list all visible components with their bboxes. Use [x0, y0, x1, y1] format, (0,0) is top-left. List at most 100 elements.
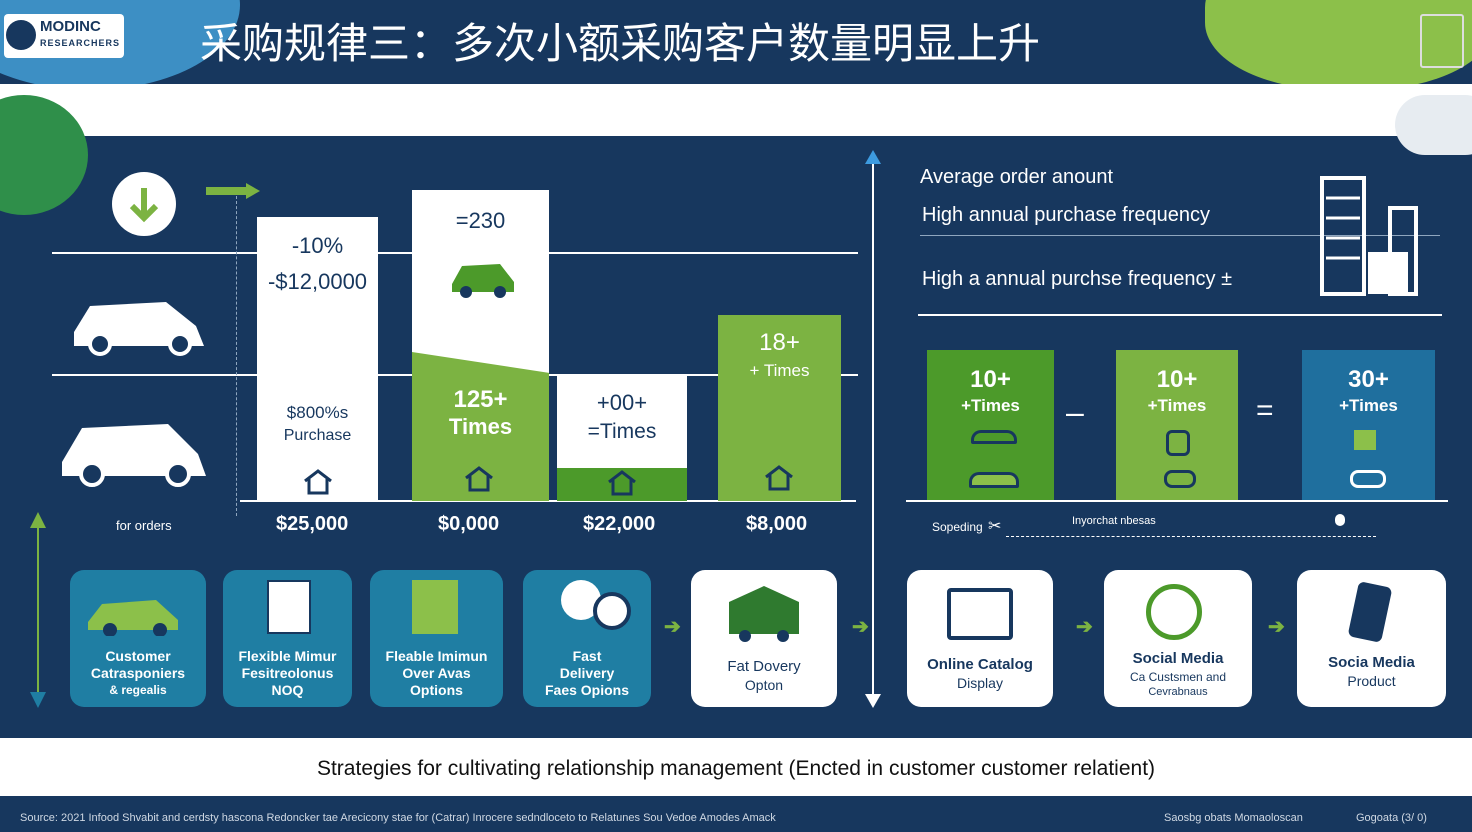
axis-label: Inyorchat nbesas	[1072, 515, 1156, 527]
car-icon	[969, 472, 1019, 488]
metric-label: High annual purchase frequency	[922, 204, 1210, 226]
scissors-icon: ✂	[988, 518, 1002, 535]
globe-icon	[1146, 584, 1202, 640]
baseline	[906, 500, 1448, 502]
building-icon	[1318, 172, 1438, 303]
bar-group: +00+ =Times	[557, 376, 687, 501]
bar-fill	[412, 352, 549, 501]
logo-text: MODINC	[40, 18, 101, 35]
strategy-card[interactable]: Social Media Ca Custsmen and Cevrabnaus	[1104, 570, 1252, 707]
warehouse-icon	[303, 469, 333, 500]
bar-amount: $25,000	[276, 513, 349, 535]
page-number: Gogoata (3/ 0)	[1356, 812, 1427, 824]
baseline	[240, 500, 856, 502]
hand-icon	[1166, 430, 1190, 456]
phone-icon	[1347, 581, 1393, 643]
car-icon	[58, 420, 210, 493]
strategy-card[interactable]: Fat Dovery Opton	[691, 570, 837, 707]
card-label: Online Catalog	[927, 656, 1033, 673]
box-value: 30+	[1348, 366, 1389, 393]
card-label: Fesitreolonus	[241, 665, 334, 681]
strategy-card[interactable]: Fleable Imimun Over Avas Options	[370, 570, 503, 707]
chevron-right-icon: ➔	[1076, 616, 1093, 638]
bar-label: + Times	[749, 361, 810, 380]
card-label: & regealis	[109, 683, 167, 697]
card-label: Cevrabnaus	[1148, 686, 1208, 698]
car-icon	[70, 296, 210, 361]
footer-note: Saosbg obats Momaoloscan	[1164, 812, 1303, 824]
document-icon	[267, 580, 311, 634]
car-icon	[84, 596, 184, 641]
strategy-caption: Strategies for cultivating relationship …	[316, 757, 1156, 780]
white-band	[0, 84, 1472, 136]
x-axis-label: for orders	[116, 518, 172, 533]
document-icon	[1420, 14, 1464, 68]
frequency-box: 30+ +Times	[1302, 350, 1435, 500]
qr-icon	[412, 580, 458, 634]
card-label: Opton	[744, 677, 784, 693]
box-unit: +Times	[1339, 396, 1398, 415]
card-label: Options	[410, 682, 463, 698]
bar-label: =Times	[587, 420, 657, 443]
bar-label: Times	[448, 414, 513, 439]
connector-line	[1006, 536, 1376, 538]
card-label: Product	[1347, 673, 1396, 689]
strategy-band	[0, 738, 1472, 796]
monitor-icon	[947, 588, 1013, 640]
bar-amount: $8,000	[746, 513, 808, 535]
car-icon	[448, 260, 518, 305]
chevron-right-icon: ➔	[852, 616, 869, 638]
pin-icon	[1335, 514, 1345, 526]
vertical-axis	[863, 150, 883, 715]
divider	[918, 314, 1442, 316]
box-unit: +Times	[961, 396, 1020, 415]
card-label: Delivery	[559, 665, 615, 681]
card-label: Flexible Mimur	[238, 648, 337, 664]
truck-icon	[727, 584, 801, 649]
vertical-axis	[28, 510, 48, 715]
logo-mark-icon	[6, 20, 36, 50]
warehouse-icon	[464, 466, 494, 497]
card-label: Faes Opions	[544, 682, 630, 698]
chevron-right-icon: ➔	[664, 616, 681, 638]
warehouse-icon	[607, 470, 637, 501]
bar-top-value: =230	[455, 208, 506, 233]
divider	[920, 235, 1440, 236]
card-label: Catrasponiers	[90, 665, 186, 681]
strategy-card[interactable]: Flexible Mimur Fesitreolonus NOQ	[223, 570, 352, 707]
strategy-card[interactable]: Socia Media Product	[1297, 570, 1446, 707]
handshake-icon	[1164, 470, 1196, 488]
bar-label: 125+	[453, 386, 508, 413]
axis-label: Sopeding	[932, 520, 983, 534]
strategy-card[interactable]: Fast Delivery Faes Opions	[523, 570, 651, 707]
card-label: Over Avas	[402, 665, 471, 681]
bar: 18+ + Times	[718, 315, 841, 501]
bar-label: $800%s	[286, 403, 349, 422]
bar-label: 18+	[759, 329, 800, 356]
strategy-card[interactable]: Customer Catrasponiers & regealis	[70, 570, 206, 707]
right-arrow-icon	[206, 183, 262, 204]
metric-label: Average order anount	[920, 166, 1114, 188]
equals-operator: =	[1256, 394, 1274, 427]
handshake-icon	[1350, 470, 1386, 488]
card-label: Fast	[572, 648, 602, 664]
down-arrow-icon	[112, 172, 176, 236]
logo-subtext: RESEARCHERS	[40, 38, 121, 48]
bar-amount: $0,000	[438, 513, 500, 535]
frequency-box: 10+ +Times	[1116, 350, 1238, 500]
box-value: 10+	[970, 366, 1011, 393]
bar-top-amount: -$12,0000	[267, 269, 368, 294]
strategy-card[interactable]: Online Catalog Display	[907, 570, 1053, 707]
card-label: Social Media	[1132, 650, 1224, 667]
minus-operator: –	[1066, 394, 1084, 430]
box-unit: +Times	[1147, 396, 1207, 415]
cloud-decoration	[1395, 95, 1472, 155]
warehouse-icon	[764, 465, 794, 496]
card-label: Display	[957, 675, 1003, 691]
card-label: Customer	[105, 648, 171, 664]
bar-amount: $22,000	[583, 513, 656, 535]
bar-top-value: -10%	[291, 233, 344, 258]
chevron-right-icon: ➔	[1268, 616, 1285, 638]
bar-label: Purchase	[283, 427, 352, 444]
page-title: 采购规律三：多次小额采购客户数量明显上升	[200, 20, 1041, 67]
